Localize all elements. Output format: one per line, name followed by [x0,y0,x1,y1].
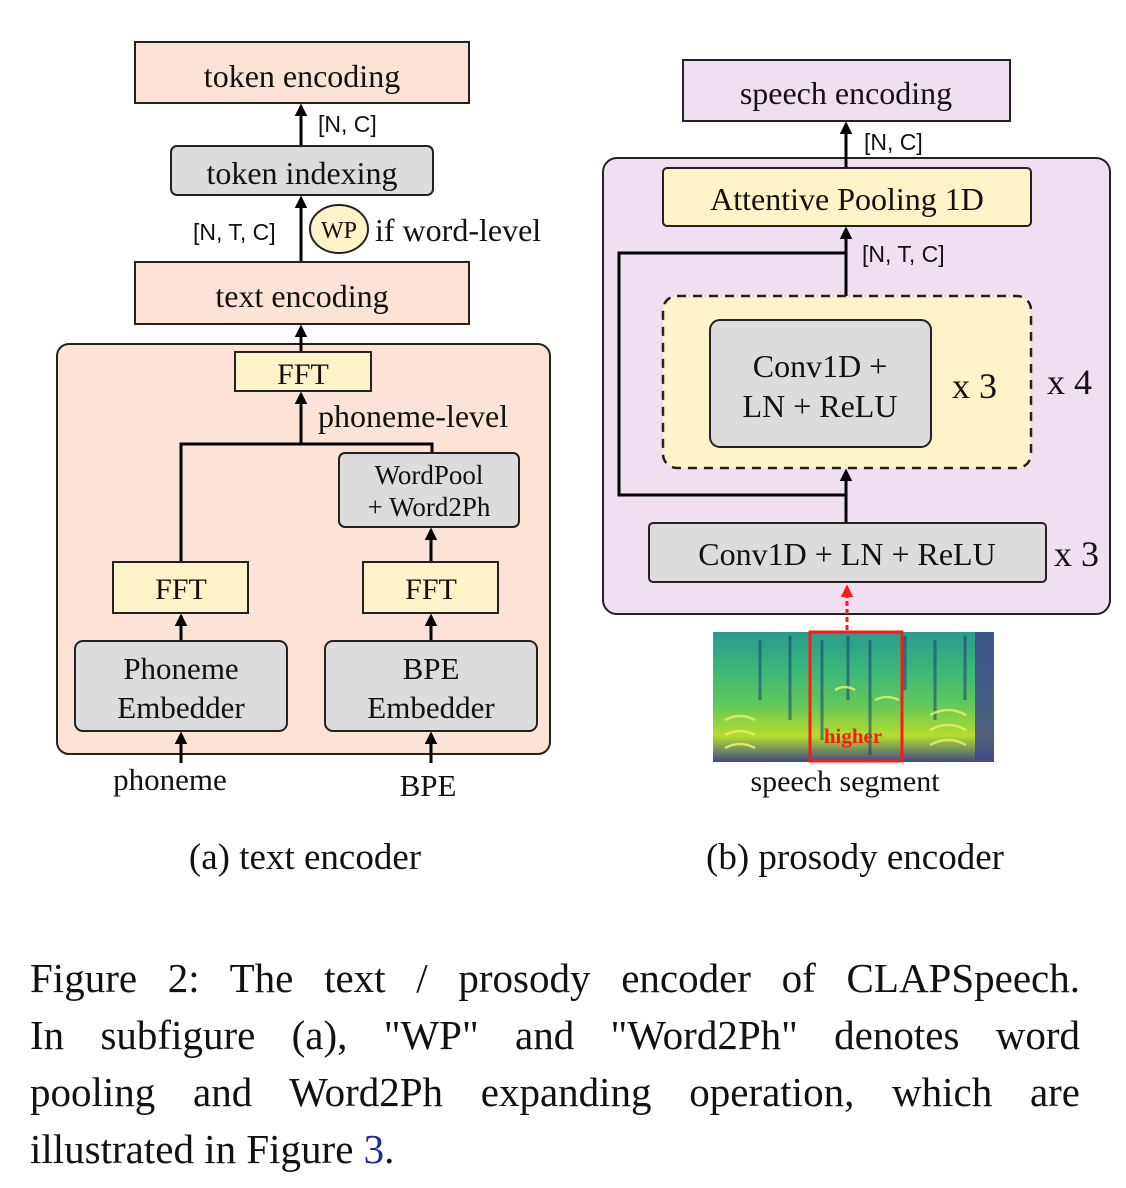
speech-encoding-label: speech encoding [740,75,952,111]
phoneme-embedder-line1: Phoneme [123,651,238,686]
phoneme-embedder-box [74,640,288,732]
token-encoding-label: token encoding [204,58,400,94]
wordpool-label-line1: WordPool [375,460,484,490]
highlight-box [808,630,904,763]
caption-line-1: Figure 2: The text / prosody encoder of … [30,955,1080,1001]
figure-reference-link[interactable]: 3 [363,1126,385,1172]
token-encoding-box [134,41,470,104]
caption-line-2: In subfigure (a), "WP" and "Word2Ph" den… [30,1012,1080,1058]
residual-skip-path [617,251,846,497]
text-encoding-label: text encoding [215,278,388,314]
dim-nc-label: [N, C] [318,111,377,137]
fft-left-box [112,561,249,614]
token-indexing-box [170,145,434,196]
fft-top-box [234,351,372,392]
subcaption-a: (a) text encoder [189,837,421,878]
token-indexing-label: token indexing [206,155,397,191]
input-bpe-label: BPE [400,768,457,803]
wordpool-label-line2: + Word2Ph [368,492,491,522]
caption-line-4-prefix: illustrated in Figure [30,1126,364,1172]
attentive-pooling-box [662,167,1032,227]
speech-segment-label: speech segment [750,765,940,798]
fft-left-label: FFT [155,573,207,606]
speech-encoding-box [682,59,1011,122]
dim-nc-label-b: [N, C] [864,129,923,155]
prosody-encoder: speech encoding [N, C] Attentive Pooling… [602,59,1111,878]
caption-line-4-suffix: . [384,1126,395,1172]
text-encoding-box [134,261,470,325]
caption-line-4: illustrated in Figure 3. [30,1121,1080,1178]
repeat-bottom-label: x 3 [1054,534,1099,574]
fft-right-label: FFT [405,573,457,606]
figure-caption: Figure 2: The text / prosody encoder of … [30,950,1080,1178]
wp-badge [309,204,369,254]
highlight-label: higher [824,724,882,748]
attentive-pooling-label: Attentive Pooling 1D [710,181,984,217]
wp-badge-label: WP [321,218,357,244]
if-word-level-label: if word-level [375,212,541,248]
caption-line-3: pooling and Word2Ph expanding operation,… [30,1069,1080,1115]
text-encoder: token encoding [N, C] token indexing [N,… [56,41,551,878]
conv-inner-line2: LN + ReLU [743,388,898,424]
repeat-outer-label: x 4 [1047,362,1092,402]
repeat-inner-label: x 3 [952,366,997,406]
bpe-embedder-box [324,640,538,732]
dim-ntc-label: [N, T, C] [193,219,276,245]
fft-top-label: FFT [277,358,329,391]
phoneme-level-label: phoneme-level [318,398,508,434]
input-phoneme-label: phoneme [113,762,227,797]
bpe-embedder-line2: Embedder [367,690,495,725]
bpe-embedder-line1: BPE [403,651,460,686]
dim-ntc-label-b: [N, T, C] [862,241,945,267]
wordpool-word2ph-box [338,452,520,528]
phoneme-embedder-line2: Embedder [117,690,245,725]
conv-inner-box [709,319,932,448]
conv-bottom-label: Conv1D + LN + ReLU [698,536,995,572]
conv-bottom-box [648,522,1047,583]
fft-right-box [362,561,499,614]
subcaption-b: (b) prosody encoder [706,837,1004,878]
conv-inner-line1: Conv1D + [753,348,888,384]
merge-path [179,442,434,562]
spectrogram-image [713,632,994,762]
